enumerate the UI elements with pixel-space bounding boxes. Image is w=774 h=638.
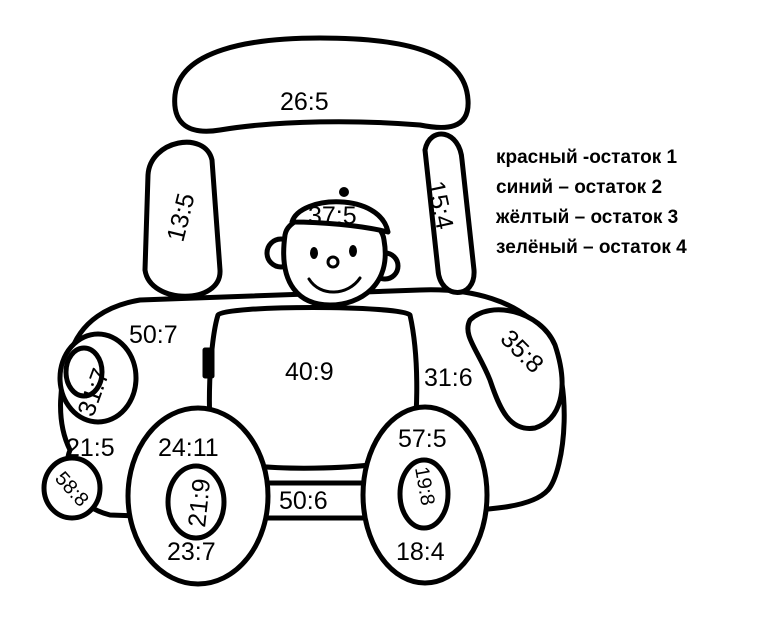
nose	[326, 255, 340, 269]
cap-button	[339, 187, 349, 197]
example-window: 40:9	[285, 358, 334, 386]
example-front-wheel-hub: 21:9	[183, 477, 216, 528]
right-fender-outline	[465, 307, 565, 431]
front-wheel-hub	[165, 463, 227, 541]
example-front-wheel-top: 24:11	[158, 434, 219, 462]
left-pillar-outline	[142, 139, 223, 299]
eye-left	[310, 247, 318, 259]
example-roof: 26:5	[280, 88, 329, 116]
color-legend: красный -остаток 1 синий – остаток 2 жёл…	[496, 143, 766, 263]
door-handle	[202, 347, 215, 379]
smile	[307, 276, 362, 294]
headlight-inner	[63, 345, 105, 399]
example-cap: 37:5	[308, 202, 357, 230]
small-wheel-outline	[41, 455, 103, 521]
example-front-wheel-bottom: 23:7	[167, 538, 216, 566]
example-hood-left: 50:7	[129, 321, 178, 349]
example-right-panel: 31:6	[424, 364, 473, 392]
rear-wheel-hub	[397, 457, 451, 531]
legend-red: красный -остаток 1	[496, 147, 678, 168]
example-rear-wheel-top: 57:5	[398, 425, 447, 453]
example-rear-wheel-bottom: 18:4	[396, 538, 445, 566]
roof-outline	[172, 35, 471, 134]
eye-right	[349, 245, 357, 257]
legend-blue: синий – остаток 2	[496, 177, 663, 198]
right-pillar-outline	[422, 131, 477, 295]
cap-outline	[289, 199, 391, 235]
example-bottom-bar: 50:6	[279, 487, 328, 515]
legend-yellow: жёлтый – остаток 3	[496, 207, 679, 228]
example-left-bumper: 21:5	[66, 434, 115, 462]
legend-green: зелёный – остаток 4	[496, 237, 687, 258]
